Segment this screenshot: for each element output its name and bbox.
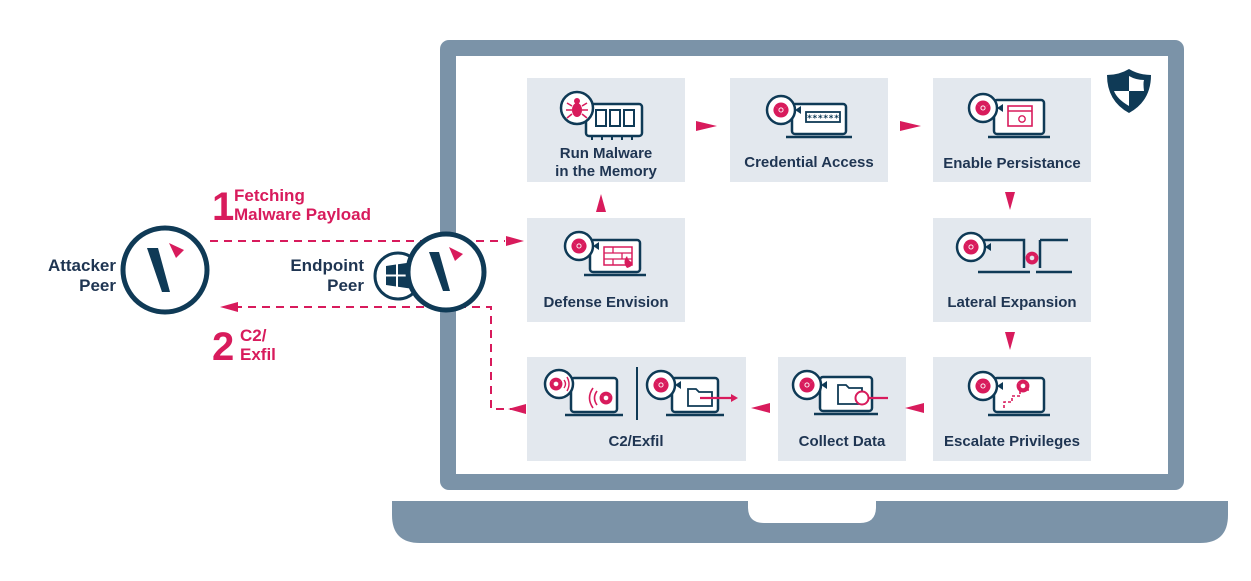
attacker-label-line1: Attacker — [48, 256, 116, 275]
step-run-malware: Run Malware in the Memory — [527, 78, 685, 182]
endpoint-peer: Endpoint Peer — [290, 231, 487, 313]
endpoint-logo — [405, 231, 487, 313]
fetch-flow-arrowhead — [506, 236, 524, 246]
laptop-notch — [748, 501, 876, 523]
step-escalate-privileges-label: Escalate Privileges — [944, 433, 1080, 450]
step-run-malware-line2: in the Memory — [555, 163, 657, 180]
fetch-flow-line1: Fetching — [234, 186, 305, 205]
step-enable-persistance-label: Enable Persistance — [943, 155, 1081, 172]
attacker-logo — [120, 225, 210, 315]
svg-text:******: ****** — [807, 114, 840, 124]
step-lateral-expansion-label: Lateral Expansion — [947, 294, 1076, 311]
step-c2-exfil-label: C2/Exfil — [608, 433, 663, 450]
step-collect-data-label: Collect Data — [799, 433, 886, 450]
bug-memory-icon — [559, 90, 644, 140]
step-run-malware-line1: Run Malware — [560, 145, 653, 162]
exfil-flow-line2: Exfil — [240, 345, 276, 364]
endpoint-label-line2: Peer — [327, 276, 364, 295]
signal-folder-icon — [543, 367, 738, 420]
exfil-flow-label: 2 C2/ Exfil — [212, 325, 276, 369]
step-lateral-expansion: Lateral Expansion — [933, 218, 1091, 322]
arrow-down-to-lateral — [1005, 192, 1015, 210]
stairs-icon — [967, 370, 1050, 417]
exfil-flow-tail-arrowhead — [508, 404, 526, 414]
attacker-label-line2: Peer — [79, 276, 116, 295]
arrow-left-to-c2 — [751, 403, 770, 413]
arrow-up-to-run-malware — [596, 194, 606, 212]
fetch-flow-number: 1 — [212, 185, 234, 229]
exfil-flow-number: 2 — [212, 325, 234, 369]
step-defense-envision: Defense Envision — [527, 218, 685, 322]
password-icon: ****** — [765, 94, 852, 139]
step-defense-envision-label: Defense Envision — [543, 294, 668, 311]
folder-search-icon — [791, 369, 888, 416]
firewall-icon — [563, 230, 646, 277]
arrow-right-to-persistance — [900, 121, 921, 131]
step-credential-access-label: Credential Access — [744, 154, 874, 171]
fetch-flow-line2: Malware Payload — [234, 205, 371, 224]
flow-arrows — [596, 121, 1015, 413]
exfil-flow-line — [238, 306, 518, 410]
exfil-flow-line1: C2/ — [240, 326, 267, 345]
calendar-settings-icon — [967, 92, 1050, 139]
step-c2-exfil: C2/Exfil — [527, 357, 746, 461]
step-credential-access: ****** Credential Access — [730, 78, 888, 182]
shield-icon — [1107, 69, 1151, 113]
endpoint-label-line1: Endpoint — [290, 256, 364, 275]
fetch-flow-label: 1 Fetching Malware Payload — [212, 185, 371, 229]
step-escalate-privileges: Escalate Privileges — [933, 357, 1091, 461]
arrow-left-to-collect — [905, 403, 924, 413]
lateral-network-icon — [955, 231, 1072, 274]
step-collect-data: Collect Data — [778, 357, 906, 461]
arrow-right-to-credential — [696, 121, 717, 131]
attacker-peer: Attacker Peer — [48, 225, 210, 315]
arrow-down-to-escalate — [1005, 332, 1015, 350]
step-enable-persistance: Enable Persistance — [933, 78, 1091, 182]
exfil-flow-arrowhead — [220, 302, 238, 312]
